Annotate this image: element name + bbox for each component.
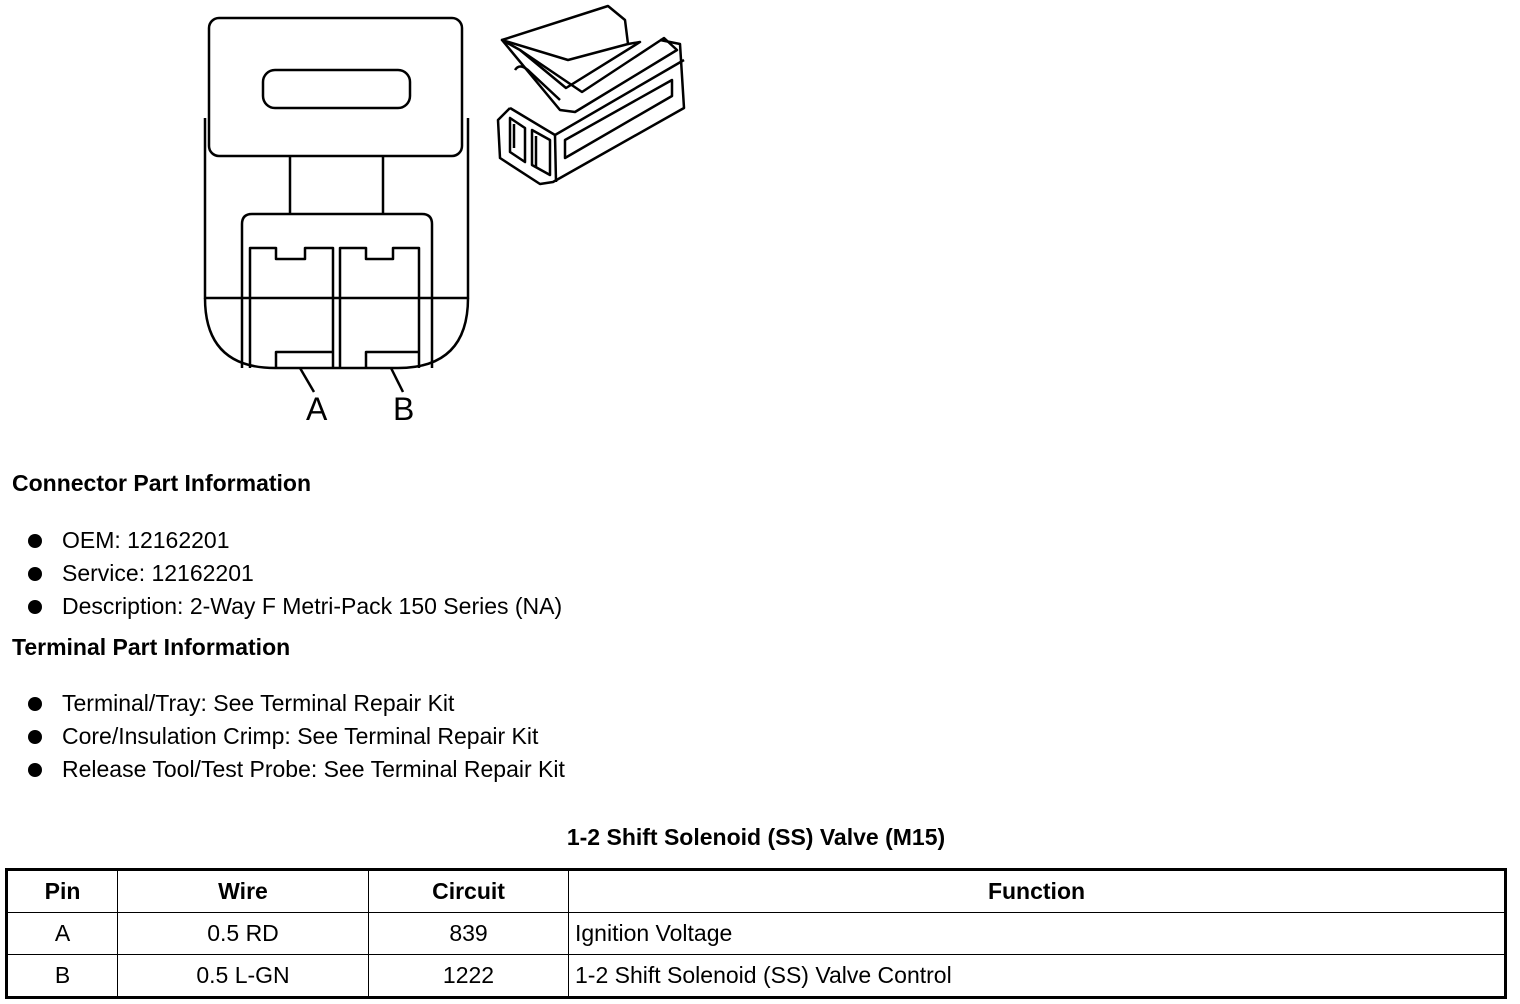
connector-iso-view [496,4,686,186]
cell-circuit: 839 [368,912,569,955]
pin-label-b: B [393,391,414,427]
cell-function: 1-2 Shift Solenoid (SS) Valve Control [568,954,1506,998]
table-title: 1-2 Shift Solenoid (SS) Valve (M15) [566,824,946,850]
cell-pin: B [6,954,118,998]
pin-label-a: A [306,391,328,427]
header-wire: Wire [117,869,369,913]
list-item: Service: 12162201 [28,558,562,591]
connector-part-info-list: OEM: 12162201 Service: 12162201 Descript… [28,525,562,624]
header-pin: Pin [6,869,118,913]
list-item: Core/Insulation Crimp: See Terminal Repa… [28,721,565,754]
list-item: Description: 2-Way F Metri-Pack 150 Seri… [28,591,562,624]
connector-face-view [203,16,470,393]
pinout-table: Pin Wire Circuit Function A 0.5 RD 839 I… [5,868,1507,999]
cell-pin: A [6,912,118,955]
terminal-part-info-list: Terminal/Tray: See Terminal Repair Kit C… [28,688,565,787]
table-header-row: Pin Wire Circuit Function [6,869,1506,913]
header-function: Function [568,869,1506,913]
header-circuit: Circuit [368,869,569,913]
connector-diagram: A B [203,4,686,427]
cell-circuit: 1222 [368,954,569,998]
list-item: Release Tool/Test Probe: See Terminal Re… [28,754,565,787]
list-item: Terminal/Tray: See Terminal Repair Kit [28,688,565,721]
cell-wire: 0.5 L-GN [117,954,369,998]
list-item: OEM: 12162201 [28,525,562,558]
cell-wire: 0.5 RD [117,912,369,955]
connector-part-info-title: Connector Part Information [12,470,312,496]
cell-function: Ignition Voltage [568,912,1506,955]
terminal-part-info-title: Terminal Part Information [12,634,291,660]
table-row: B 0.5 L-GN 1222 1-2 Shift Solenoid (SS) … [6,954,1506,998]
table-row: A 0.5 RD 839 Ignition Voltage [6,912,1506,955]
